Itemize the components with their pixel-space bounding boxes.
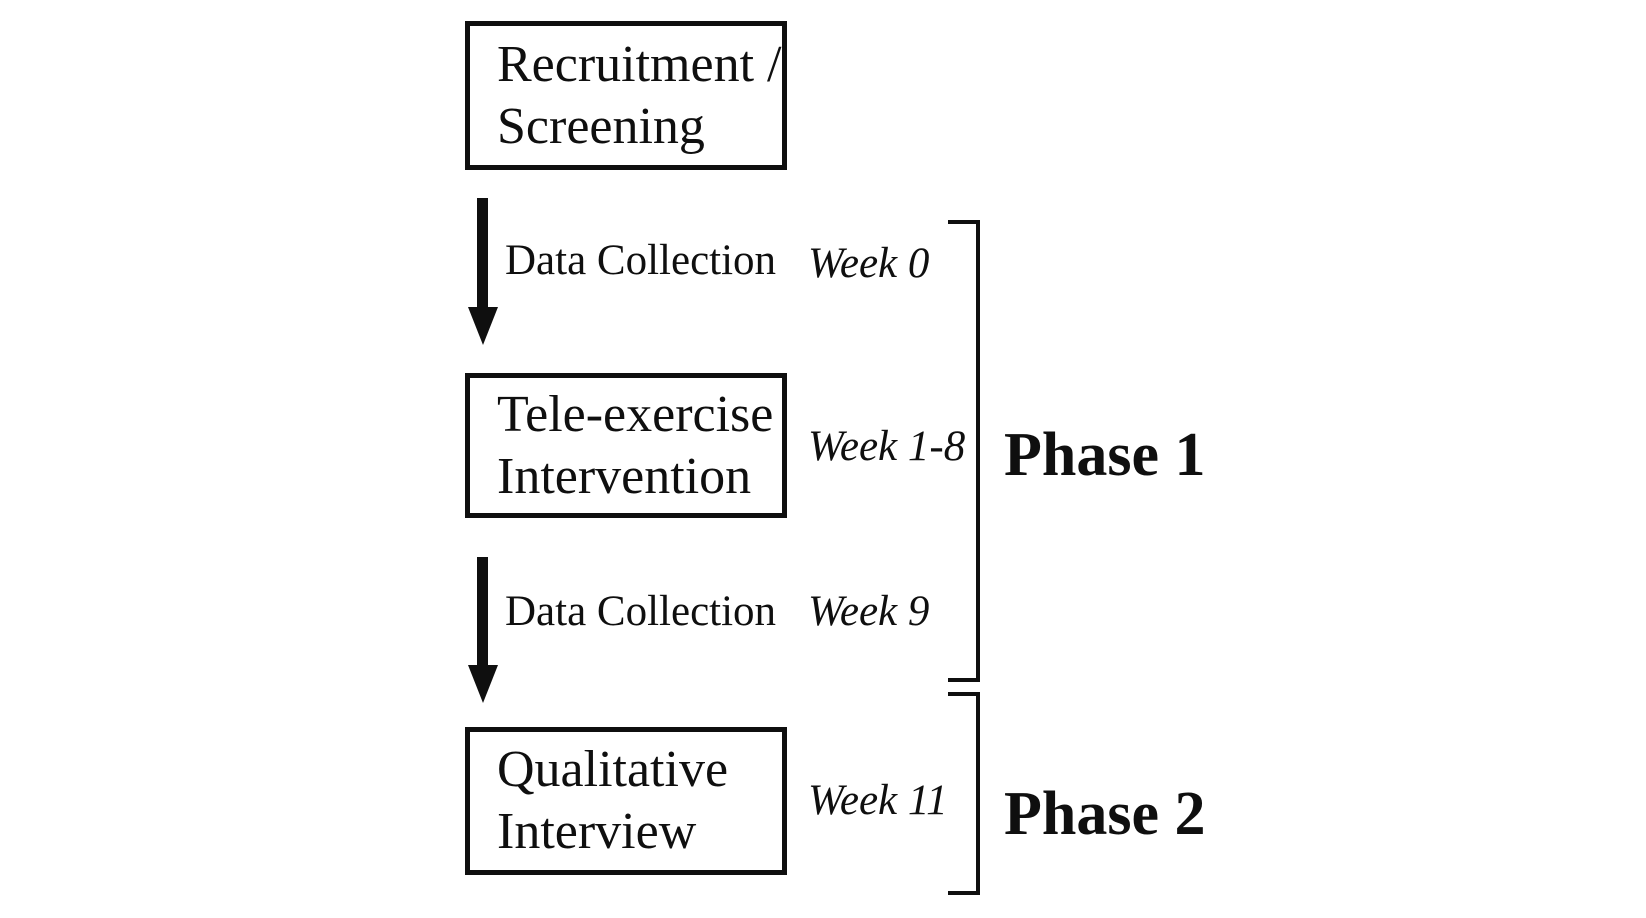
recruitment-box-line1: Recruitment / <box>497 35 782 93</box>
week-9-label: Week 9 <box>808 588 930 635</box>
interview-box-line2: Interview <box>497 803 697 860</box>
phase-1-bracket <box>948 220 980 682</box>
intervention-box-line1: Tele-exercise <box>497 385 774 443</box>
week-1-8-label: Week 1-8 <box>808 423 966 470</box>
phase-2-bracket <box>948 692 980 895</box>
data-collection-label-1: Data Collection <box>505 237 777 284</box>
tele-exercise-intervention-box: Tele-exercise Intervention <box>465 373 787 518</box>
interview-box-line1: Qualitative <box>497 741 729 798</box>
data-collection-label-2: Data Collection <box>505 588 777 635</box>
phase-2-label: Phase 2 <box>1004 780 1206 848</box>
down-arrow-icon-2 <box>468 665 498 703</box>
recruitment-box-line2: Screening <box>497 97 705 155</box>
week-0-label: Week 0 <box>808 240 930 287</box>
intervention-box-line2: Intervention <box>497 447 752 505</box>
qualitative-interview-box: Qualitative Interview <box>465 727 787 875</box>
week-11-label: Week 11 <box>808 777 948 824</box>
down-arrow-icon-1 <box>468 307 498 345</box>
down-arrow-shaft-1 <box>477 198 488 307</box>
recruitment-screening-box: Recruitment / Screening <box>465 21 787 170</box>
phase-1-label: Phase 1 <box>1004 421 1206 489</box>
down-arrow-shaft-2 <box>477 557 488 665</box>
